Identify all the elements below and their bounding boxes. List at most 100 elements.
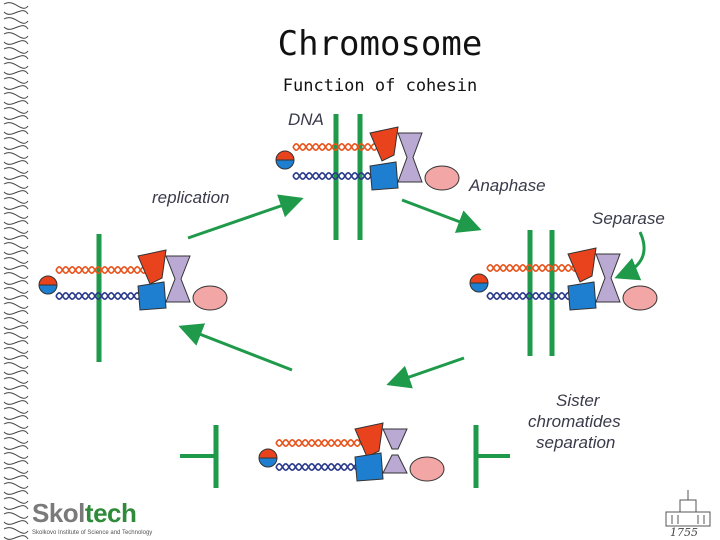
purple-subunit bbox=[397, 132, 423, 183]
border-loop bbox=[3, 122, 29, 135]
assembly-right bbox=[469, 230, 658, 356]
arrow-separase-curve bbox=[614, 231, 646, 281]
border-loop bbox=[3, 137, 29, 150]
arrow-separation bbox=[386, 356, 465, 389]
label-separation: separation bbox=[536, 433, 616, 452]
decorative-border bbox=[3, 2, 29, 540]
border-loop bbox=[3, 362, 29, 375]
pink-subunit bbox=[192, 285, 228, 311]
red-subunit bbox=[369, 126, 399, 162]
assembly-left bbox=[38, 234, 228, 362]
border-loop bbox=[3, 182, 29, 195]
border-loop bbox=[3, 257, 29, 270]
purple-subunit bbox=[595, 253, 621, 303]
centromere-bottom bbox=[258, 457, 278, 468]
pink-subunit bbox=[622, 285, 658, 311]
border-loop bbox=[3, 212, 29, 225]
slide-title: Chromosome bbox=[277, 24, 483, 64]
skoltech-logo: Skoltech Skolkovo Institute of Science a… bbox=[30, 498, 153, 540]
label-dna: DNA bbox=[288, 110, 324, 129]
logo-wordmark: Skoltech bbox=[32, 498, 137, 528]
logo-subtitle: Skolkovo Institute of Science and Techno… bbox=[32, 530, 153, 536]
centromere-bottom bbox=[38, 284, 58, 295]
purple-subunit-top bbox=[382, 428, 408, 450]
helix-red-strand-b bbox=[275, 438, 365, 448]
university-building-icon bbox=[665, 490, 711, 527]
border-loop bbox=[3, 527, 29, 540]
helix-navy-strand-b bbox=[55, 291, 151, 301]
border-loop bbox=[3, 92, 29, 105]
green-bar-1 bbox=[357, 114, 363, 240]
red-subunit bbox=[354, 422, 384, 458]
red-subunit bbox=[137, 249, 167, 285]
green-bar-1 bbox=[549, 230, 555, 356]
helix-navy-strand-b bbox=[292, 171, 381, 181]
border-loop bbox=[3, 32, 29, 45]
border-loop bbox=[3, 317, 29, 330]
border-loop bbox=[3, 107, 29, 120]
helix-red-strand-a bbox=[275, 438, 365, 448]
border-loop bbox=[3, 17, 29, 30]
green-bar-0 bbox=[333, 114, 339, 240]
helix-red-strand-b bbox=[292, 142, 381, 152]
slide-subtitle: Function of cohesin bbox=[282, 76, 478, 96]
centromere-bottom bbox=[275, 159, 295, 170]
border-loop bbox=[3, 467, 29, 480]
border-loop bbox=[3, 227, 29, 240]
helix-navy-strand-b bbox=[486, 291, 579, 301]
blue-subunit bbox=[369, 161, 399, 191]
border-loop bbox=[3, 452, 29, 465]
border-loop bbox=[3, 422, 29, 435]
border-loop bbox=[3, 2, 29, 15]
helix-navy-strand-b bbox=[275, 462, 365, 472]
border-loop bbox=[3, 47, 29, 60]
border-loop bbox=[3, 482, 29, 495]
centromere-top bbox=[469, 273, 489, 284]
border-loop bbox=[3, 377, 29, 390]
label-separase: Separase bbox=[592, 209, 665, 228]
centromere-top bbox=[258, 448, 278, 459]
blue-subunit bbox=[137, 281, 167, 311]
arrow-return bbox=[178, 323, 293, 372]
border-loop bbox=[3, 332, 29, 345]
centromere-bottom bbox=[469, 282, 489, 293]
border-loop bbox=[3, 152, 29, 165]
border-loop bbox=[3, 287, 29, 300]
label-replication: replication bbox=[152, 188, 230, 207]
helix-red-strand-a bbox=[292, 142, 381, 152]
purple-subunit-bottom bbox=[382, 454, 408, 474]
purple-subunit bbox=[165, 255, 191, 303]
pink-subunit bbox=[424, 165, 460, 191]
border-loop bbox=[3, 347, 29, 360]
border-loop bbox=[3, 497, 29, 510]
border-loop bbox=[3, 272, 29, 285]
label-anaphase: Anaphase bbox=[469, 176, 546, 195]
border-loop bbox=[3, 512, 29, 525]
border-loop bbox=[3, 77, 29, 90]
border-loop bbox=[3, 242, 29, 255]
border-loop bbox=[3, 302, 29, 315]
red-subunit bbox=[567, 247, 597, 283]
label-sister: Sister bbox=[556, 391, 600, 410]
helix-navy-strand-a bbox=[275, 462, 365, 472]
blue-subunit bbox=[354, 452, 384, 482]
border-loop bbox=[3, 437, 29, 450]
centromere-top bbox=[275, 150, 295, 161]
border-loop bbox=[3, 407, 29, 420]
label-chromatides: chromatides bbox=[528, 412, 621, 431]
border-loop bbox=[3, 197, 29, 210]
arrow-replication bbox=[187, 194, 304, 240]
arrow-anaphase bbox=[401, 198, 482, 233]
assembly-bottom bbox=[180, 422, 510, 488]
border-loop bbox=[3, 62, 29, 75]
assembly-top bbox=[275, 114, 460, 240]
centromere-top bbox=[38, 275, 58, 286]
cycle-arrows bbox=[178, 194, 646, 389]
border-loop bbox=[3, 392, 29, 405]
helix-red-strand-b bbox=[55, 265, 151, 275]
founding-year: 1755 bbox=[670, 526, 698, 539]
helix-navy-strand-a bbox=[292, 171, 381, 181]
border-loop bbox=[3, 167, 29, 180]
